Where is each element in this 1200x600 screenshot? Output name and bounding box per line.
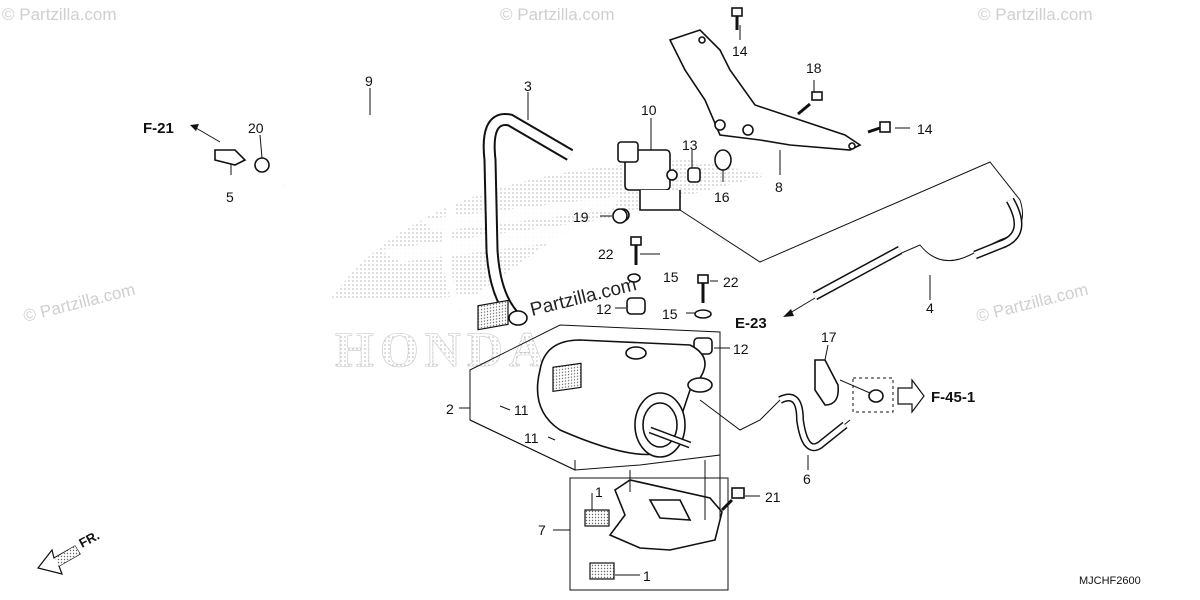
bracket-7 [569,400,729,591]
callout-12: 12 [596,301,612,317]
fittings [687,149,732,183]
callout-7: 7 [538,522,546,538]
callout-5: 5 [226,189,234,205]
callout-20: 20 [248,120,264,136]
callout-13: 13 [682,137,698,153]
joint-5 [214,149,270,173]
callout-14: 14 [917,121,933,137]
callout-11: 11 [514,402,529,418]
solenoid-valve-10 [616,141,681,222]
callout-19: 19 [573,209,589,225]
hose-6 [699,393,851,452]
callout-9: 9 [365,73,373,89]
reference-f451: F-45-1 [931,389,975,406]
honda-logo-text: HONDA [335,321,551,377]
callout-1: 1 [595,484,603,500]
callout-18: 18 [806,60,822,76]
watermark: © Partzilla.com [974,280,1090,326]
callouts: 1 1 2 3 4 5 6 7 8 9 10 11 11 12 12 13 14… [226,43,934,584]
bolt-18 [797,91,823,116]
grommets [626,273,713,355]
watermark: © Partzilla.com [2,5,117,24]
callout-11: 11 [524,430,539,446]
callout-21: 21 [765,489,781,505]
callout-12: 12 [733,341,749,357]
callout-14: 14 [732,43,748,59]
reference-f21: F-21 [143,120,174,137]
bolt-22-right [697,274,709,303]
callout-2: 2 [446,401,454,417]
bolt-22-left [630,236,642,265]
callout-6: 6 [803,471,811,487]
canister-2 [469,299,721,471]
center-watermark: Partzilla.com [528,274,639,321]
callout-15: 15 [663,269,679,285]
callout-4: 4 [926,300,934,316]
callout-1: 1 [643,568,651,584]
watermark: © Partzilla.com [500,5,615,24]
watermark: © Partzilla.com [21,280,137,326]
hose-4 [679,161,1023,300]
callout-15: 15 [662,306,678,322]
nut-19 [612,208,628,224]
reference-e23: E-23 [735,315,767,332]
callout-8: 8 [775,179,783,195]
direction-label: FR. [76,528,102,551]
watermarks: © Partzilla.com © Partzilla.com © Partzi… [2,5,1093,326]
bolt-14-right [867,121,891,134]
callout-22: 22 [598,246,614,262]
diagram-code: MJCHF2600 [1079,575,1141,587]
clip-17 [814,359,894,413]
bolt-21 [720,487,745,512]
bolts [612,7,891,512]
front-direction-arrow: FR. [36,528,102,575]
callout-3: 3 [524,78,532,94]
reference-arrows [190,124,925,414]
bracket-8 [668,29,862,151]
bolt-14-top [731,7,743,30]
hose-9 [283,99,464,312]
callout-17: 17 [821,329,837,345]
watermark: © Partzilla.com [978,5,1093,24]
callout-16: 16 [714,189,730,205]
leader-lines [230,25,931,576]
reference-labels: F-21 E-23 F-45-1 [143,120,975,406]
callout-10: 10 [641,102,657,118]
callout-22: 22 [723,274,739,290]
